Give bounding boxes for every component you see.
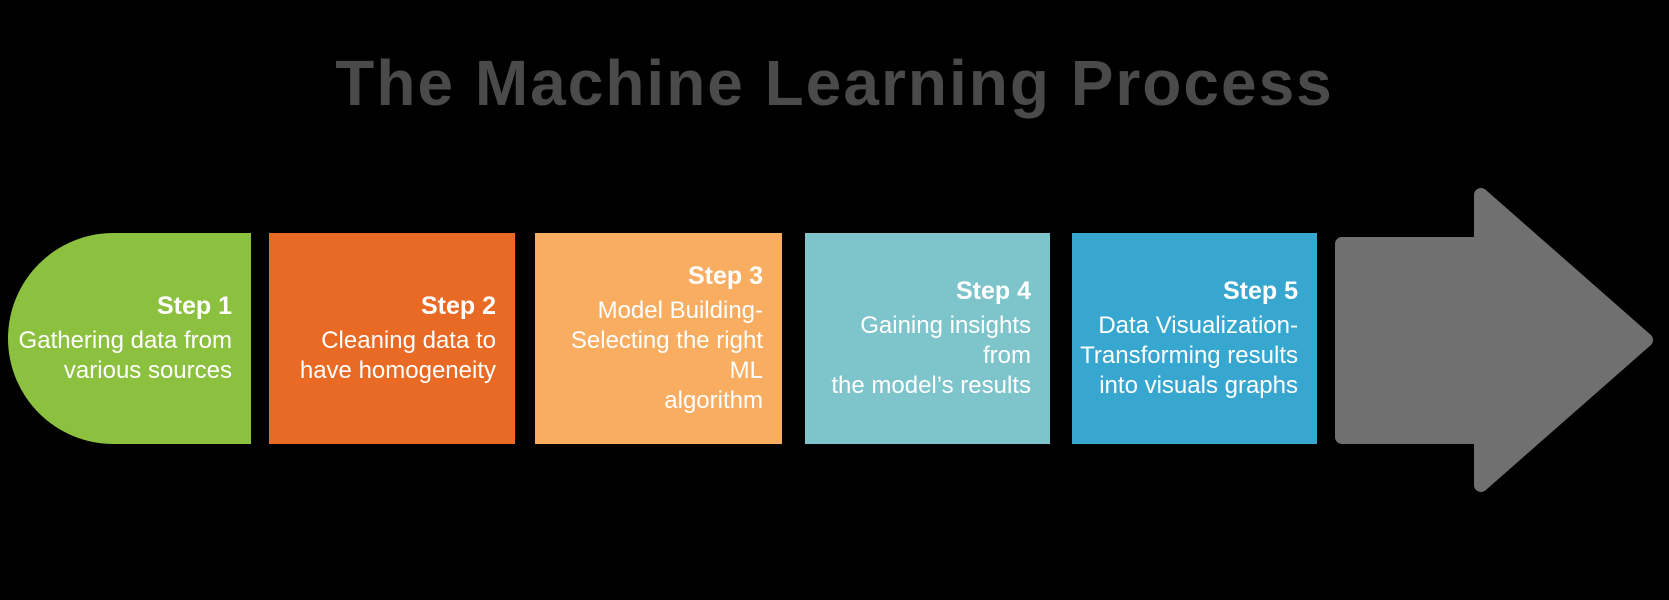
page-title: The Machine Learning Process (335, 47, 1334, 119)
right-arrow-icon (1335, 188, 1653, 492)
step-2-label: Step 2 (420, 292, 496, 320)
step-3-box: Step 3 Model Building- Selecting the rig… (535, 233, 782, 444)
step-2-description: Cleaning data to have homogeneity (299, 327, 496, 384)
step-5-description: Data Visualization- Transforming results… (1080, 312, 1298, 399)
right-arrow-shape (1335, 188, 1653, 492)
step-5-label: Step 5 (1222, 277, 1298, 305)
step-4-label: Step 4 (955, 277, 1031, 305)
step-1-description: Gathering data from various sources (18, 327, 232, 384)
step-2-box: Step 2 Cleaning data to have homogeneity (269, 233, 515, 444)
step-3-description: Model Building- Selecting the right ML a… (570, 297, 763, 414)
step-5-box: Step 5 Data Visualization- Transforming … (1072, 233, 1317, 444)
step-1-box: Step 1 Gathering data from various sourc… (8, 233, 251, 444)
step-4-box: Step 4 Gaining insights from the model’s… (805, 233, 1050, 444)
step-4-description: Gaining insights from the model’s result… (831, 312, 1031, 399)
step-3-label: Step 3 (687, 262, 763, 290)
step-1-label: Step 1 (156, 292, 232, 320)
